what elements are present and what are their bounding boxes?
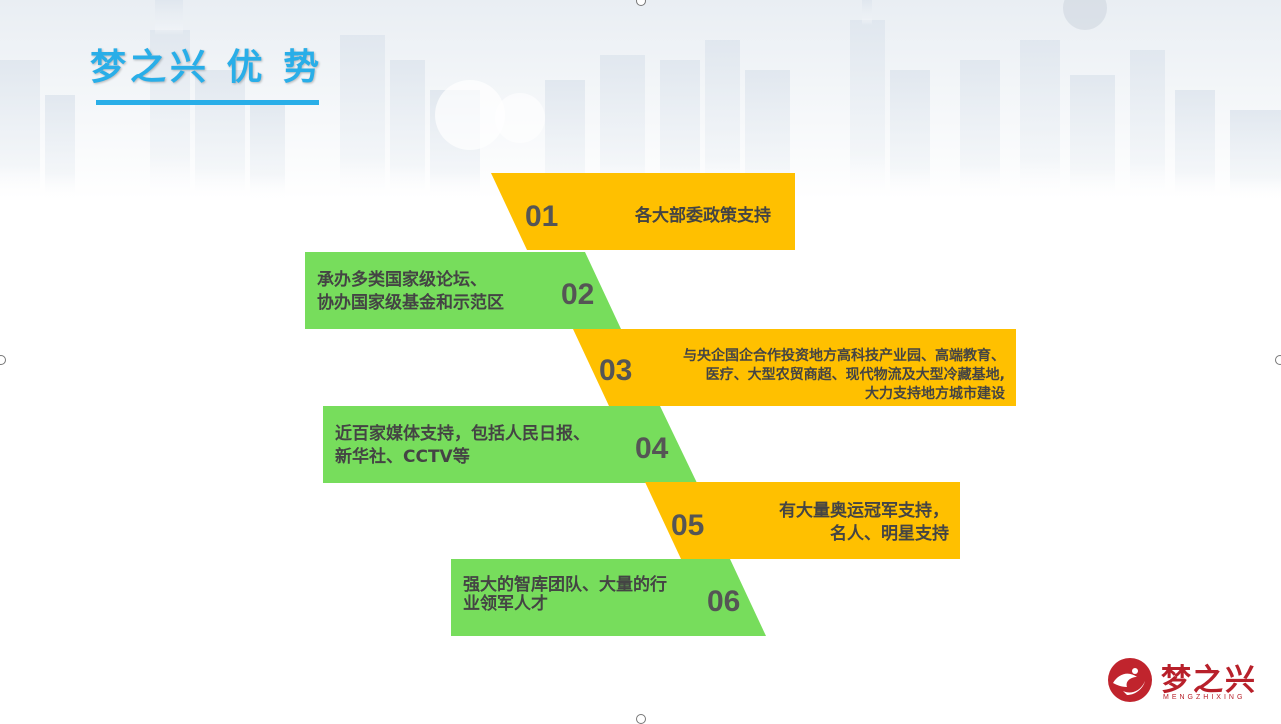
step-03: 03 与央企国企合作投资地方高科技产业园、高端教育、 医疗、大型农贸商超、现代物… [573, 329, 1016, 406]
step-03-number: 03 [599, 354, 633, 387]
step-02: 承办多类国家级论坛、 协办国家级基金和示范区 02 [305, 252, 621, 329]
step-01-shape [491, 173, 795, 250]
page-title: 梦之兴 优 势 [90, 47, 324, 88]
step-02-shape [305, 252, 621, 329]
step-02-text: 承办多类国家级论坛、 协办国家级基金和示范区 [317, 270, 504, 313]
step-05-shape [645, 482, 960, 559]
resize-handle-top[interactable] [636, 0, 646, 6]
step-01-number: 01 [525, 200, 559, 233]
step-04: 近百家媒体支持，包括人民日报、 新华社、CCTV等 04 [323, 406, 697, 483]
step-02-number: 02 [561, 278, 595, 311]
resize-handle-bottom[interactable] [636, 714, 646, 724]
step-03-text: 与央企国企合作投资地方高科技产业园、高端教育、 医疗、大型农贸商超、现代物流及大… [683, 348, 1005, 402]
step-05-text: 有大量奥运冠军支持， 名人、明星支持 [779, 501, 949, 544]
step-06: 强大的智库团队、大量的行 业领军人才 06 [451, 559, 766, 636]
step-01: 01 各大部委政策支持 [491, 173, 795, 250]
logo-text: 梦之兴 [1161, 663, 1257, 698]
step-05-number: 05 [671, 509, 705, 542]
title-underline [96, 100, 319, 105]
logo-subtitle: MENGZHIXING [1163, 694, 1246, 701]
step-04-text: 近百家媒体支持，包括人民日报、 新华社、CCTV等 [335, 424, 590, 467]
resize-handle-right[interactable] [1275, 355, 1281, 365]
step-04-number: 04 [635, 432, 669, 465]
step-04-shape [323, 406, 697, 483]
resize-handle-left[interactable] [0, 355, 6, 365]
step-06-number: 06 [707, 585, 741, 618]
step-03-shape [573, 329, 1016, 406]
step-05: 05 有大量奥运冠军支持， 名人、明星支持 [645, 482, 960, 559]
step-06-text: 强大的智库团队、大量的行 业领军人才 [463, 575, 667, 614]
step-01-text: 各大部委政策支持 [635, 206, 771, 226]
dragon-swirl-icon [1108, 658, 1152, 702]
step-06-shape [451, 559, 766, 636]
brand-logo: 梦之兴 MENGZHIXING [1105, 655, 1265, 705]
